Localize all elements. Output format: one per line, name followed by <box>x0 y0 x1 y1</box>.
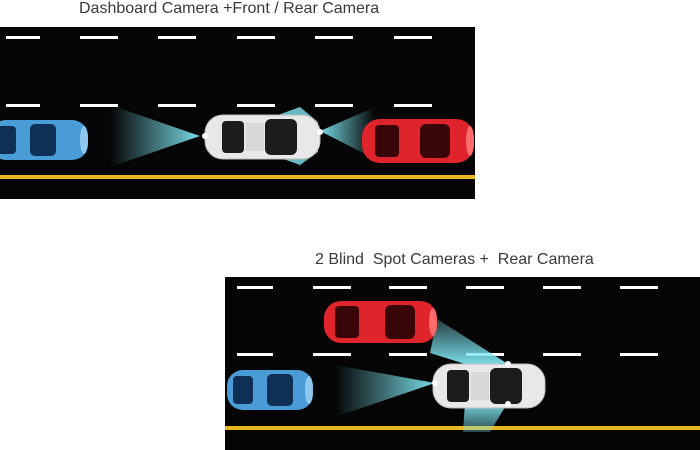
camera-dot-icon <box>505 401 511 407</box>
blue-car-icon <box>0 120 88 160</box>
camera-beam-icon <box>463 402 508 432</box>
camera-beam-icon <box>110 105 200 167</box>
camera-beam-icon <box>320 107 375 159</box>
lane-markings-top <box>6 36 432 39</box>
camera-beam-icon <box>335 365 435 417</box>
blind-spot-rear-diagram <box>225 277 700 450</box>
camera-dot-icon <box>505 361 511 367</box>
panel2-caption: 2 Blind Spot Cameras + Rear Camera <box>315 251 594 268</box>
red-car-icon <box>324 301 437 343</box>
lane-markings-middle <box>6 104 432 107</box>
camera-dot-icon <box>317 129 323 135</box>
dashboard-front-rear-diagram <box>0 27 475 199</box>
road-edge-line <box>225 426 700 430</box>
camera-dot-icon <box>202 133 208 139</box>
road-surface <box>0 27 475 199</box>
camera-dot-icon <box>432 380 438 386</box>
camera-beam-icon <box>430 319 508 364</box>
lane-markings-top <box>237 286 658 289</box>
white-car-icon <box>432 363 546 409</box>
white-car-icon <box>204 114 321 160</box>
panel1-caption: Dashboard Camera +Front / Rear Camera <box>79 0 380 17</box>
blue-car-icon <box>227 370 313 410</box>
red-car-icon <box>362 119 474 163</box>
road-edge-line <box>0 175 475 179</box>
